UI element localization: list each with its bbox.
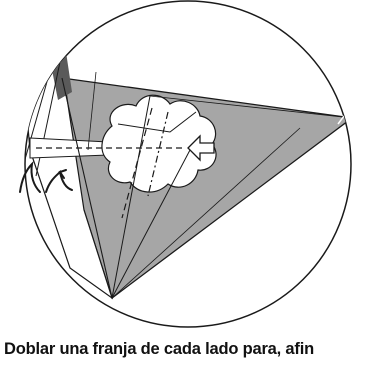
caption-text: Doblar una franja de cada lado para, afi…	[4, 340, 314, 359]
instruction-caption: Doblar una franja de cada lado para, afi…	[0, 333, 374, 370]
